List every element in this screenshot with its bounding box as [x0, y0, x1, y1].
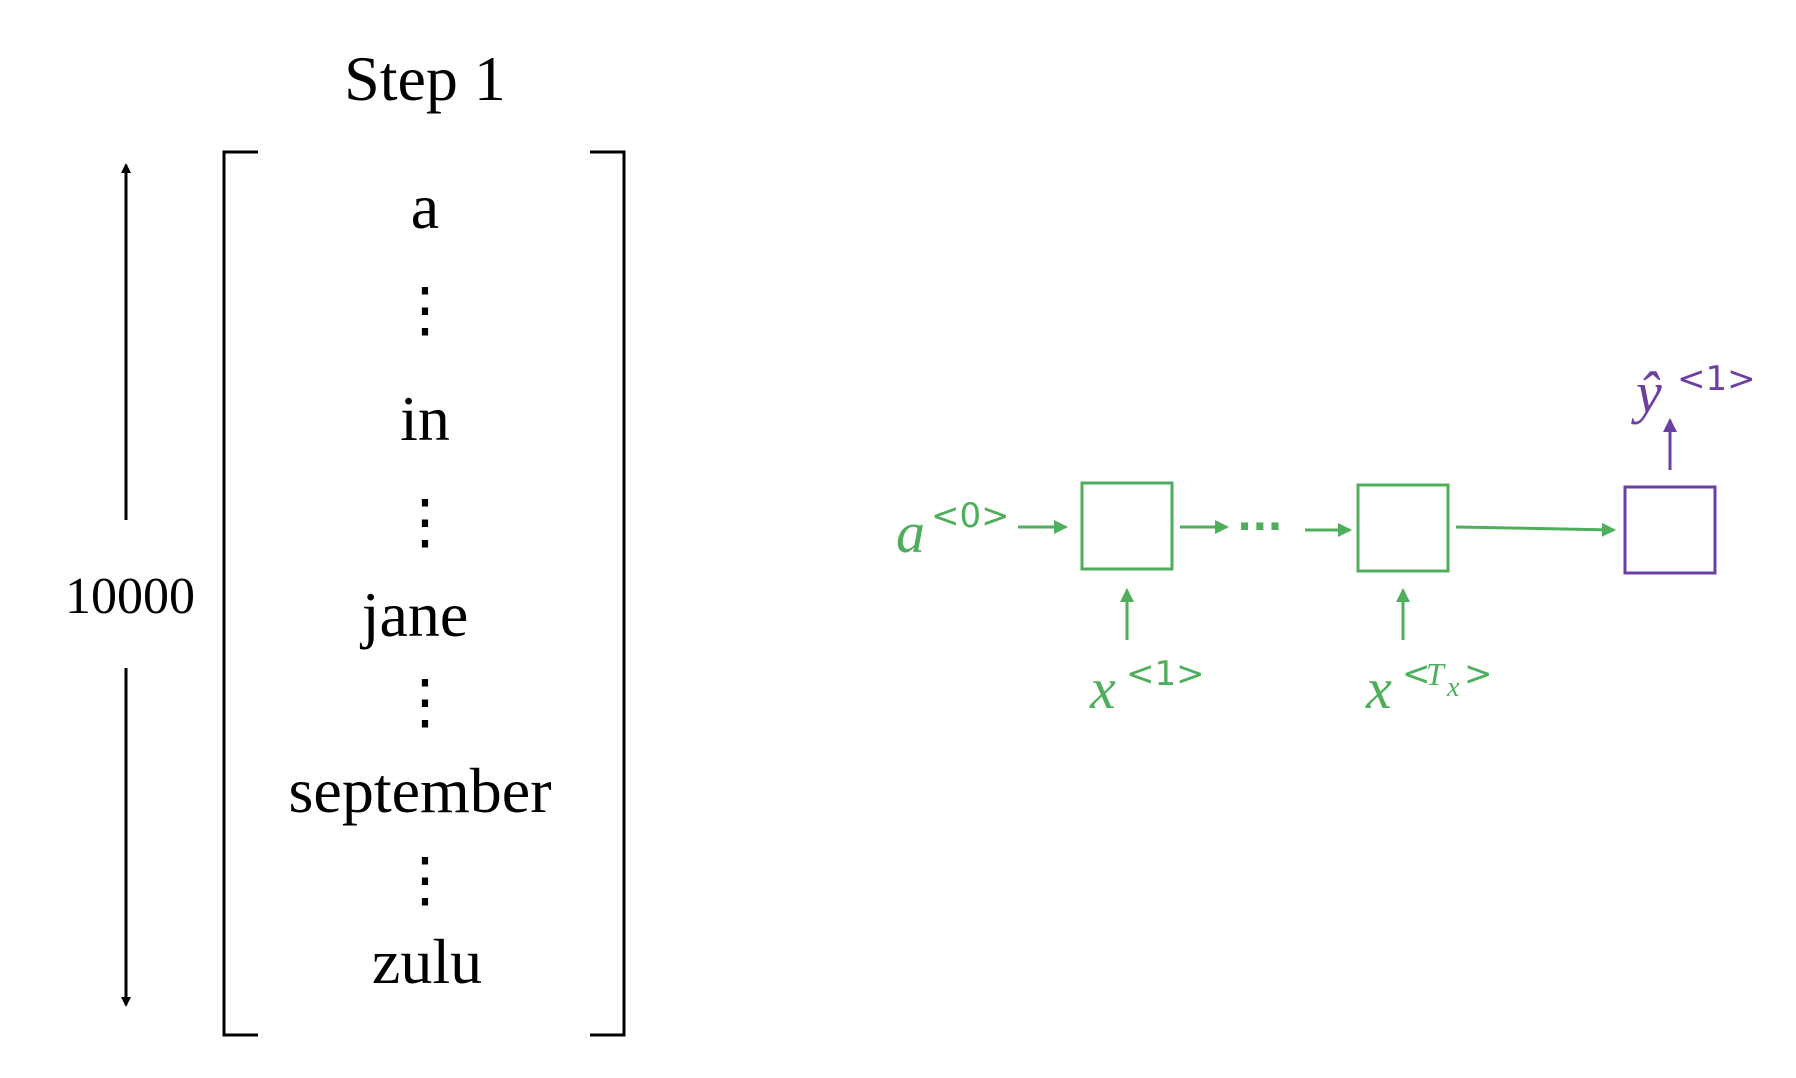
- sequence-ellipsis: ···: [1237, 504, 1283, 550]
- arrow-cellT-to-output: [1455, 522, 1616, 537]
- right-bracket: [590, 150, 626, 1037]
- xT-sup-T: T: [1426, 656, 1446, 692]
- rnn-cell-T: [1356, 483, 1450, 573]
- vocab-word: september: [289, 755, 552, 826]
- rnn-diagram: a <0> ··· ŷ <1> x <1>: [896, 359, 1756, 721]
- x1-base: x: [1089, 656, 1116, 721]
- vocab-ellipsis: ⋮: [395, 669, 455, 735]
- step-title: Step 1: [344, 43, 506, 114]
- vocab-word: zulu: [372, 926, 482, 997]
- x1-sup: <1>: [1126, 654, 1205, 694]
- xT-sup-sub: x: [1446, 672, 1460, 703]
- a0-sup: <0>: [931, 496, 1010, 536]
- vocab-word: a: [411, 171, 439, 242]
- xT-sup-open: <: [1402, 654, 1431, 694]
- rnn-cell-1: [1080, 481, 1174, 571]
- xT-label: x < T x >: [1365, 654, 1493, 721]
- vocab-size-label: 10000: [65, 568, 195, 625]
- a0-base: a: [896, 500, 925, 565]
- xT-sup-close: >: [1464, 654, 1493, 694]
- x1-label: x <1>: [1089, 654, 1205, 721]
- vocab-ellipsis: ⋮: [395, 277, 455, 343]
- vocab-ellipsis: ⋮: [395, 847, 455, 913]
- vocab-panel: Step 1 10000 a ⋮ in ⋮ jane ⋮ september ⋮…: [65, 43, 626, 1037]
- rnn-output-cell: [1623, 485, 1717, 575]
- yhat-label: ŷ <1>: [1631, 359, 1756, 425]
- vocab-ellipsis: ⋮: [395, 489, 455, 555]
- vocab-word: in: [400, 383, 450, 454]
- a0-label: a <0>: [896, 496, 1010, 565]
- left-bracket: [222, 150, 258, 1037]
- yhat-base: ŷ: [1631, 360, 1662, 425]
- xT-base: x: [1365, 656, 1392, 721]
- yhat-sup: <1>: [1677, 359, 1756, 399]
- vocab-word: jane: [360, 579, 469, 650]
